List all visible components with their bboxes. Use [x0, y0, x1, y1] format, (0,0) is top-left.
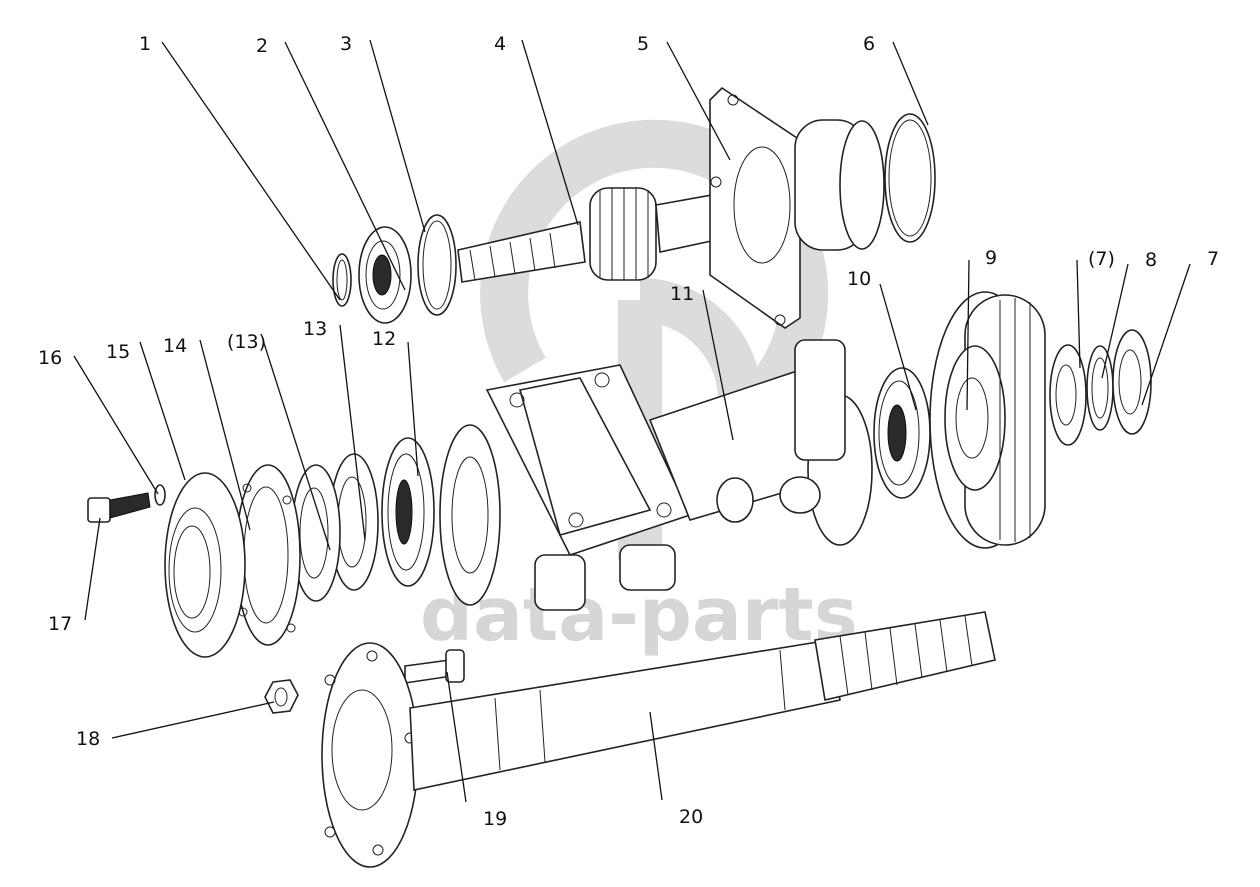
part-6-o-ring	[884, 113, 936, 243]
part-9-gear	[929, 291, 1046, 549]
part-1-circlip	[332, 253, 352, 307]
part-11-main-housing	[439, 339, 873, 611]
part-13-spacer-duplicate	[291, 464, 341, 602]
callout-1: 1	[139, 33, 151, 55]
callout-2: 2	[256, 35, 268, 57]
callout-11: 11	[670, 283, 694, 305]
part-16-washer	[154, 484, 166, 506]
callout-labels: 1 2 3 4 5 6 7 (7) 8 9 10 11 12 13 (13) 1…	[38, 33, 1219, 830]
part-7-nut-left	[1049, 344, 1087, 446]
part-4-splined-shaft	[457, 187, 717, 283]
callout-17: 17	[48, 613, 72, 635]
callout-12: 12	[372, 328, 396, 350]
callout-10: 10	[847, 268, 871, 290]
part-17-bolt	[87, 492, 151, 523]
part-14-gasket	[235, 464, 301, 646]
part-5-flange-housing	[709, 86, 885, 329]
callout-13-paren: (13)	[227, 331, 266, 353]
part-3-ring	[417, 214, 457, 316]
callout-15: 15	[106, 341, 130, 363]
callout-19: 19	[483, 808, 507, 830]
callout-7: 7	[1207, 248, 1219, 270]
callout-20: 20	[679, 806, 703, 828]
part-20-axle-shaft	[321, 611, 996, 868]
callout-4: 4	[494, 33, 506, 55]
callout-6: 6	[863, 33, 875, 55]
part-8-lock-washer	[1086, 345, 1114, 431]
callout-8: 8	[1145, 249, 1157, 271]
part-19-stud-bolt	[404, 649, 465, 684]
part-2-bearing	[358, 226, 412, 324]
part-18-nut	[264, 679, 299, 714]
leader-lines	[73, 39, 1191, 803]
callout-7-paren: (7)	[1088, 248, 1115, 270]
part-15-cover	[164, 472, 246, 658]
callout-16: 16	[38, 347, 62, 369]
callout-5: 5	[637, 33, 649, 55]
callout-9: 9	[985, 247, 997, 269]
part-10-bearing	[873, 367, 931, 499]
callout-13: 13	[303, 318, 327, 340]
part-7-nut-right	[1112, 329, 1152, 435]
part-12-bearing	[381, 437, 435, 587]
callout-14: 14	[163, 335, 187, 357]
callout-18: 18	[76, 728, 100, 750]
callout-3: 3	[340, 33, 352, 55]
